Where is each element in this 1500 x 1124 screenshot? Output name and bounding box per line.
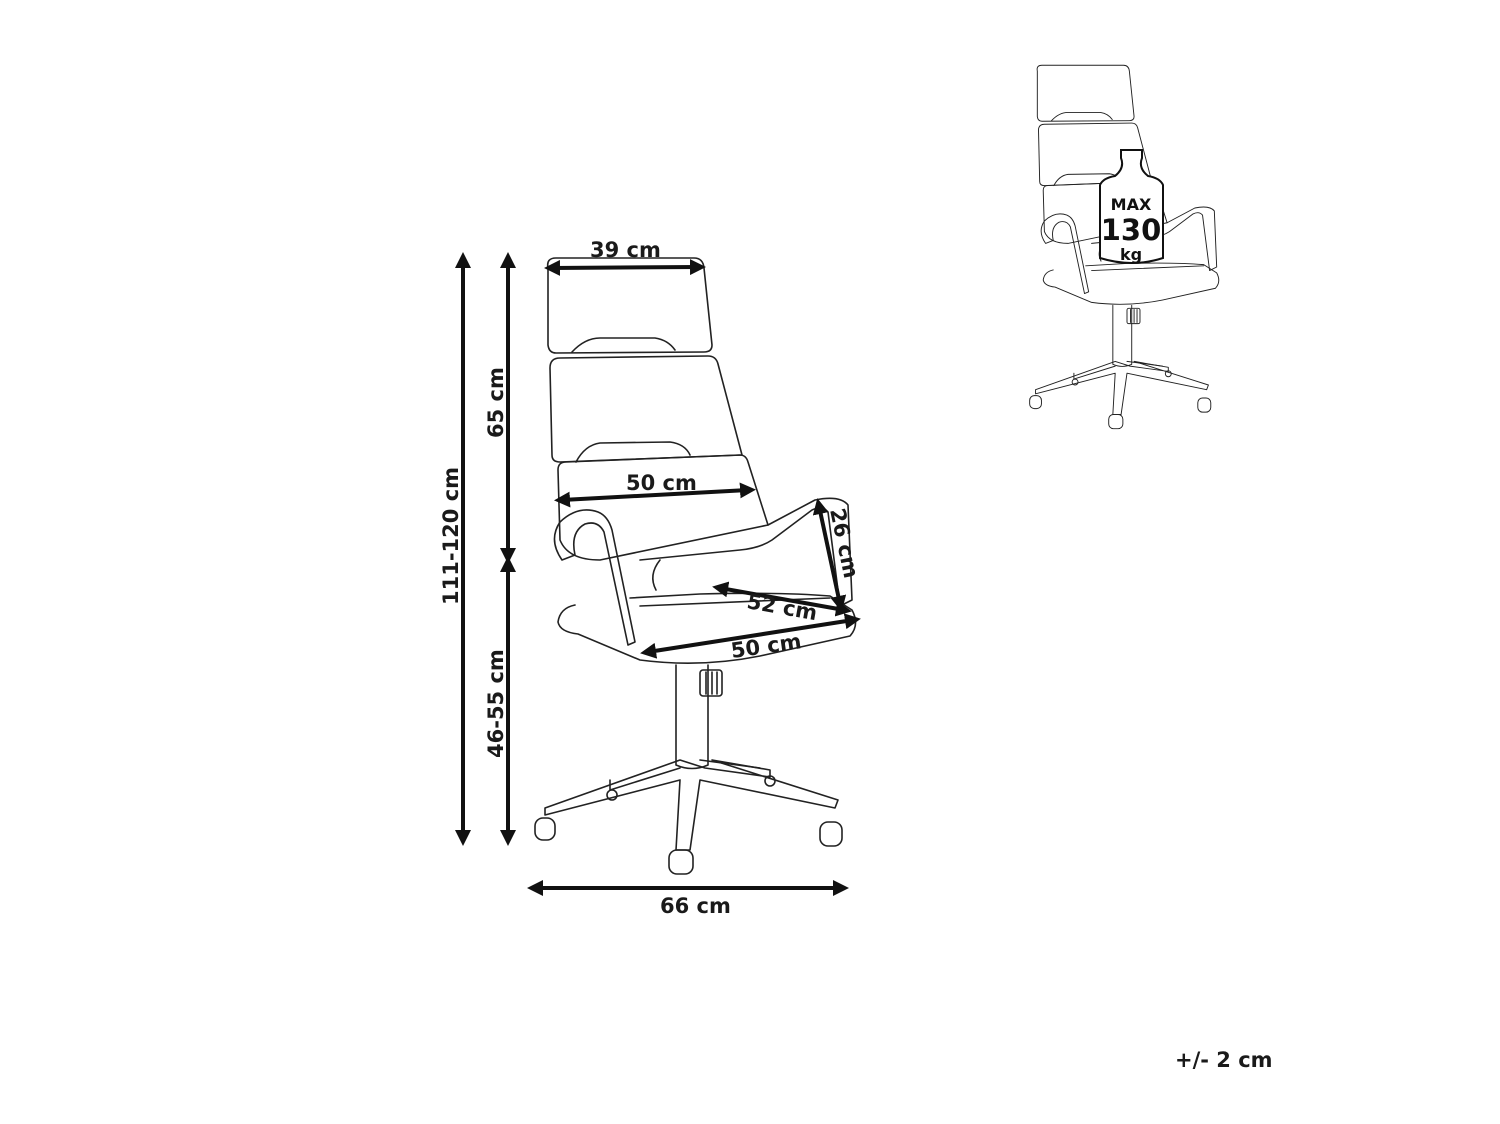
max-load-value: 130 [1101, 213, 1162, 247]
base-width-label: 66 cm [660, 894, 731, 918]
backrest-width-arrow [554, 482, 756, 508]
tolerance-note: +/- 2 cm [1175, 1048, 1273, 1072]
headrest-width-arrow [544, 259, 706, 276]
max-load-label: MAX [1111, 195, 1152, 214]
seat-height-label: 46-55 cm [484, 649, 508, 758]
max-load-unit: kg [1120, 245, 1142, 264]
chair-drawing [534, 257, 857, 875]
headrest-width-label: 39 cm [590, 238, 661, 262]
backrest-height-label: 65 cm [484, 367, 508, 438]
seat-width-arrow [640, 613, 861, 659]
total-height-label: 111-120 cm [439, 467, 463, 605]
weight-icon: MAX 130 kg [1099, 149, 1164, 264]
seat-depth-arrow [712, 581, 852, 617]
backrest-width-label: 50 cm [626, 471, 697, 495]
seat-width-label: 50 cm [729, 629, 803, 663]
